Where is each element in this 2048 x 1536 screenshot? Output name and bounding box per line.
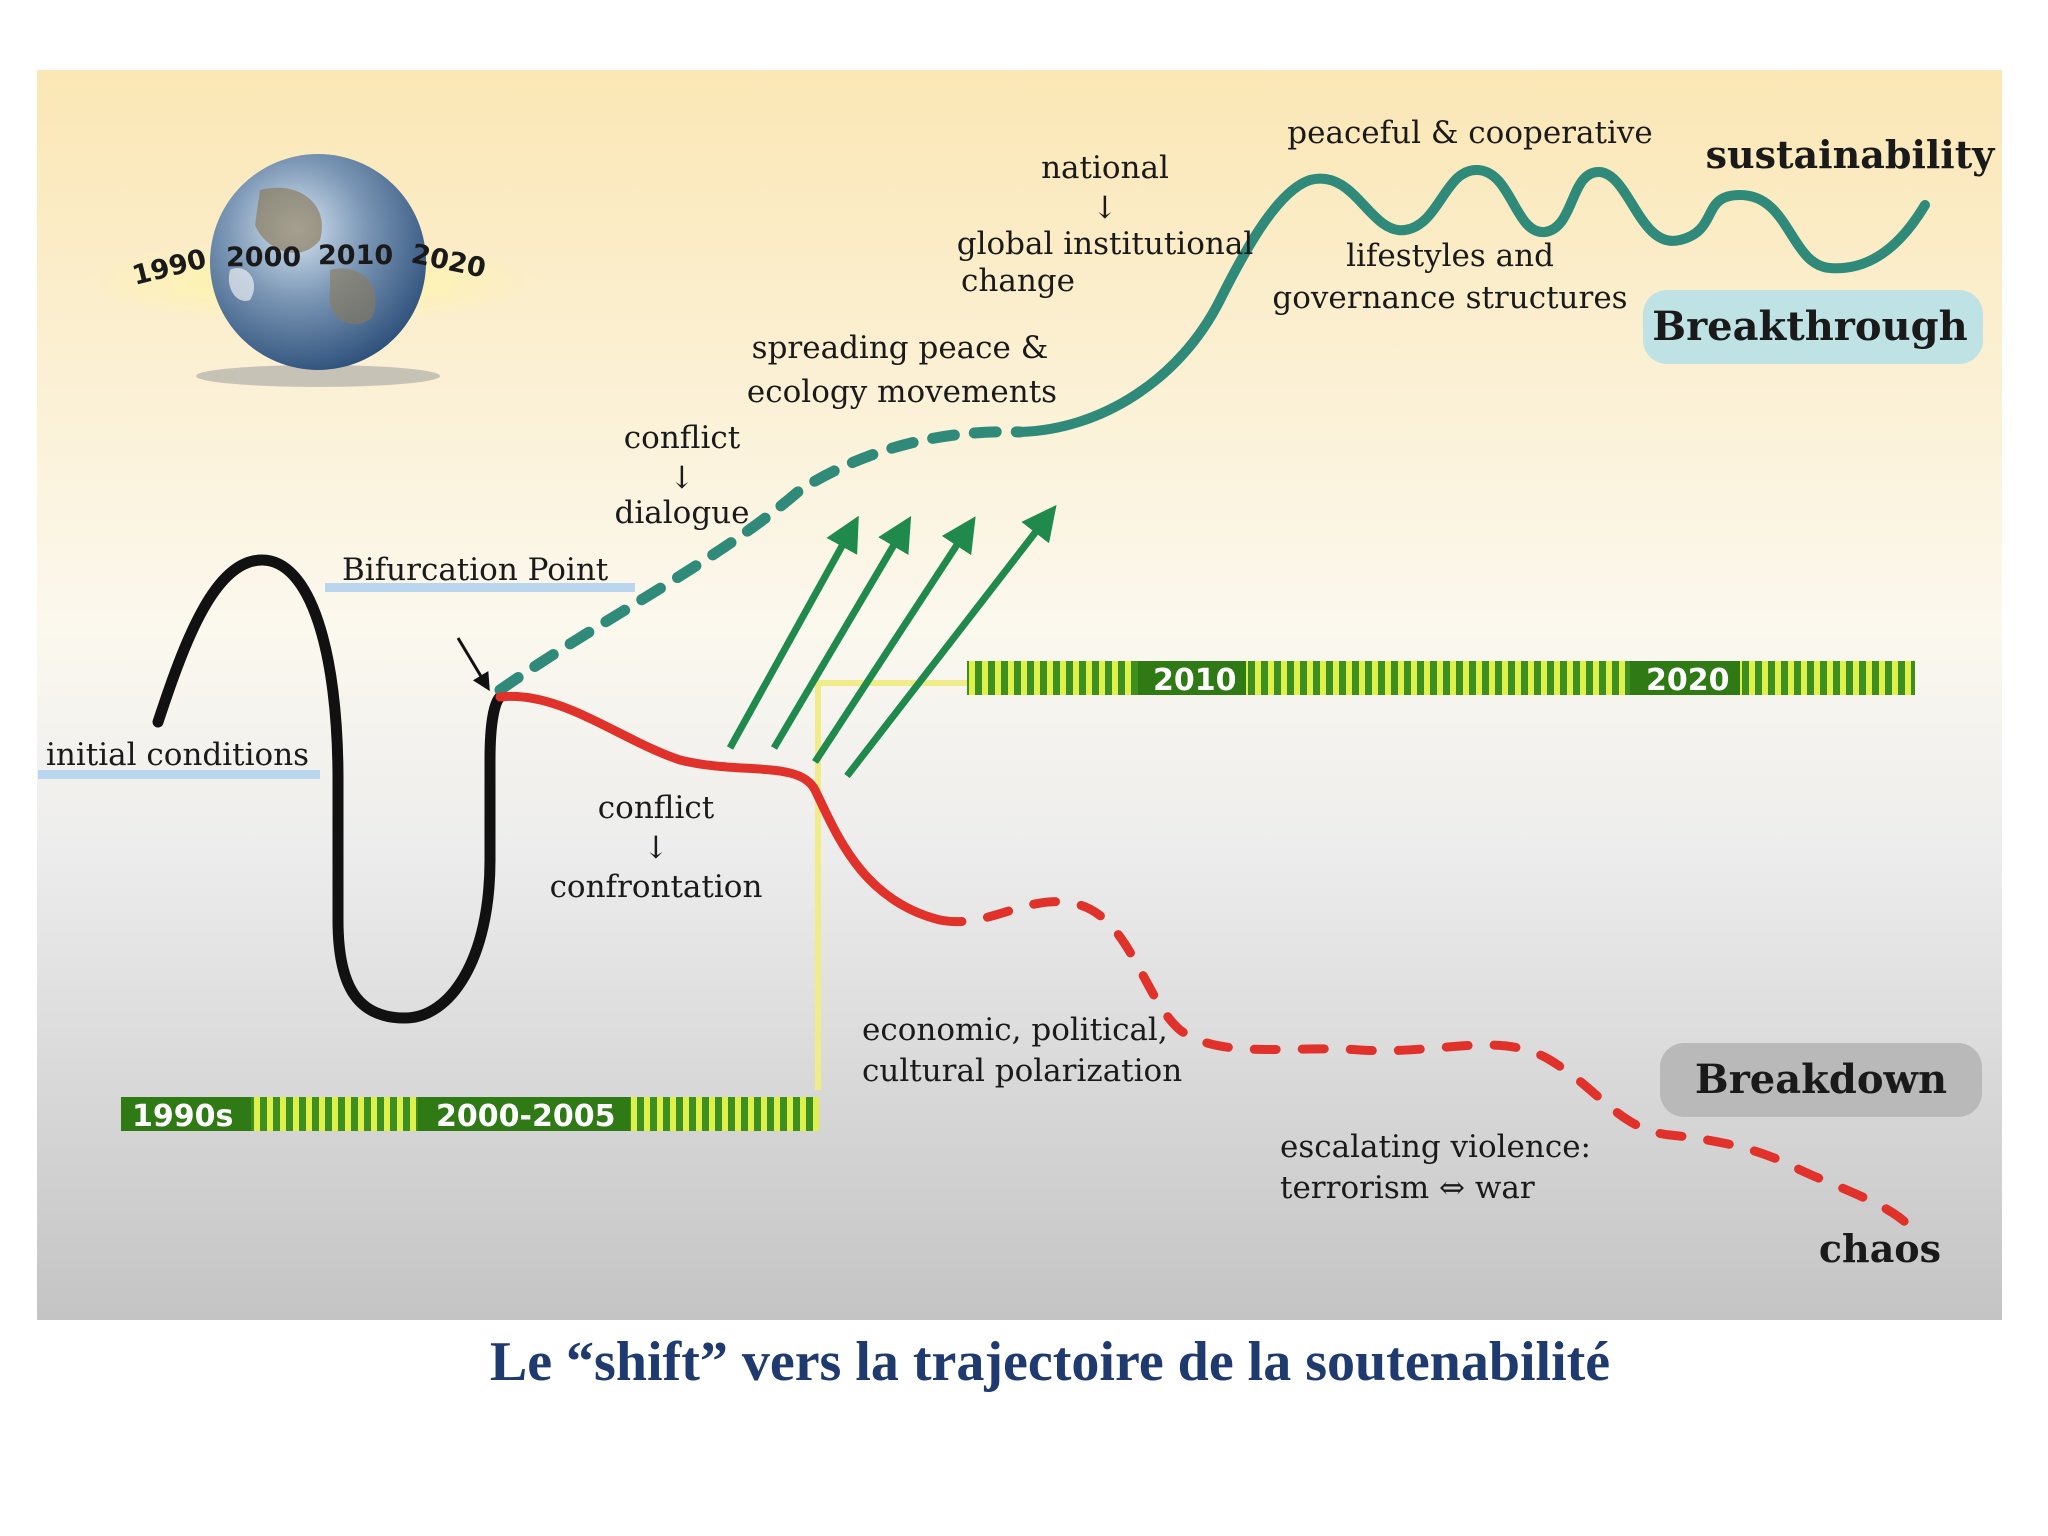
initial-conditions-underline [38, 770, 320, 779]
label-sustainability: sustainability [1706, 132, 1996, 177]
timeline-label-2010: 2010 [1153, 663, 1237, 698]
timeline-lower: 1990s 2000-2005 [121, 1097, 819, 1134]
globe-year-2000: 2000 [226, 242, 301, 273]
transition-arrow-3 [812, 516, 976, 764]
label-confrontation: confrontation [550, 869, 763, 905]
label-violence-2: terrorism ⇔ war [1280, 1170, 1535, 1206]
globe-year-2010: 2010 [318, 240, 393, 271]
transition-arrow-1 [726, 515, 859, 750]
sustainability-path-dashed [494, 426, 1026, 696]
breakdown-path [495, 691, 945, 925]
breakdown-path-dashed [935, 897, 1910, 1227]
bifurcation-pointer [456, 637, 490, 692]
label-conflict-bottom: conflict [598, 790, 715, 826]
initial-conditions-path [152, 554, 506, 1024]
breakthrough-badge: Breakthrough [1643, 290, 1983, 364]
label-global-2: change [961, 263, 1075, 299]
label-arrow-conflict-confrontation: ↓ [643, 830, 669, 866]
label-polarization-2: cultural polarization [862, 1053, 1182, 1089]
timeline-label-1990s: 1990s [132, 1099, 233, 1134]
label-national: national [1041, 150, 1169, 186]
label-violence-1: escalating violence: [1280, 1129, 1591, 1165]
bifurcation-underline [325, 583, 635, 592]
transition-arrow-2 [770, 515, 912, 750]
label-arrow-conflict-dialogue: ↓ [669, 460, 695, 496]
label-arrow-national-global: ↓ [1092, 190, 1118, 226]
label-lifestyles-2: governance structures [1272, 280, 1627, 316]
figure-caption: Le “shift” vers la trajectoire de la sou… [489, 1331, 1611, 1393]
label-global-1: global institutional [957, 226, 1254, 262]
label-lifestyles-1: lifestyles and [1346, 238, 1554, 274]
label-polarization-1: economic, political, [862, 1012, 1168, 1048]
timeline-label-2020: 2020 [1646, 663, 1730, 698]
transition-arrow-4 [844, 504, 1057, 779]
label-chaos: chaos [1819, 1226, 1941, 1271]
breakdown-badge-label: Breakdown [1695, 1056, 1947, 1103]
label-initial-conditions: initial conditions [46, 737, 309, 773]
breakthrough-badge-label: Breakthrough [1652, 303, 1967, 350]
globe-icon [82, 154, 542, 387]
timeline-upper: 2010 2020 [967, 661, 1915, 698]
label-peaceful: peaceful & cooperative [1287, 115, 1652, 151]
sustainability-path [1015, 165, 1930, 437]
transition-arrows [726, 504, 1057, 779]
label-dialogue: dialogue [615, 495, 750, 531]
breakdown-badge: Breakdown [1660, 1043, 1982, 1117]
label-spreading-1: spreading peace & [752, 330, 1049, 366]
timeline-label-2000-2005: 2000-2005 [436, 1099, 615, 1134]
label-bifurcation-point: Bifurcation Point [342, 552, 609, 588]
label-conflict-top: conflict [624, 420, 741, 456]
label-spreading-2: ecology movements [747, 374, 1057, 410]
